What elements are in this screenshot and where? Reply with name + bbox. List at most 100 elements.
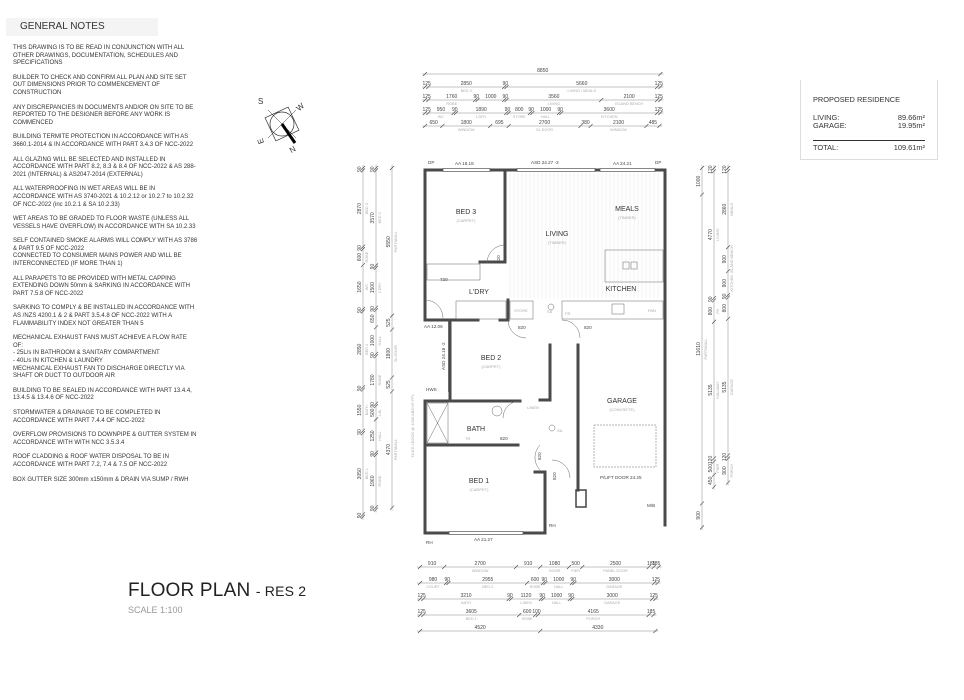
general-note: MECHANICAL EXHAUST FANS MUST ACHIEVE A F… [13, 335, 187, 380]
drawing-title-main: FLOOR PLAN [128, 580, 251, 601]
dimension-tick [373, 307, 379, 313]
dimension-tick [578, 123, 583, 129]
dimension-label: ROBE [365, 251, 369, 262]
dimension-label: LIN [378, 410, 382, 416]
dimension-label: HALL [378, 336, 382, 346]
dimension-value: 11610 [696, 342, 702, 356]
dimension-tick [725, 245, 731, 250]
dimension-value: 125 [655, 107, 664, 113]
dimension-label: LINEN [520, 601, 531, 605]
dimension-label: GARAGE [730, 379, 734, 396]
general-note: ALL PARAPETS TO BE PROVIDED WITH METAL C… [13, 275, 191, 297]
dimension-tick [373, 168, 379, 173]
dimension-value: 800 [708, 307, 714, 316]
dimension-tick [658, 97, 663, 103]
drawing-title-sub: - RES 2 [255, 583, 307, 599]
dimension-tick [711, 165, 717, 171]
dimension-tick [422, 97, 428, 103]
dimension-value: 1080 [549, 561, 560, 567]
dimension-value: 125 [422, 81, 431, 87]
dimension-tick [654, 97, 660, 103]
dimension-tick [513, 564, 519, 570]
dimension-value: 600 [523, 609, 532, 615]
ledge-note: TILED LEDGE @ 1000 ABOVE FFL [410, 393, 415, 458]
dimension-value: 90 [357, 513, 363, 519]
hws-label: HWS [426, 387, 437, 392]
dimension-value: 3050 [357, 468, 363, 479]
dimension-value: 1800 [461, 120, 472, 126]
room-finish-bed2: (CARPET) [482, 364, 502, 369]
dimension-tick [422, 110, 428, 116]
dimension-value: 1000 [540, 107, 551, 113]
dimension-value: 2870 [357, 203, 363, 214]
dimension-tick [538, 628, 543, 634]
dimension-label: ROBE [378, 475, 382, 486]
dimension-tick [725, 165, 731, 171]
dimension-value: 125 [652, 577, 661, 583]
dimension-value: 90 [370, 505, 376, 511]
dimension-label: KITCHEN [601, 115, 618, 119]
dimension-label: LIVING [716, 228, 720, 240]
dimension-tick [453, 110, 459, 116]
room-label-bath: BATH [467, 426, 485, 433]
area-schedule: PROPOSED RESIDENCE LIVING: 89.66m² GARAG… [800, 80, 938, 160]
dimension-label: ISLAND BENCH [730, 245, 734, 273]
dimension-value: 90 [503, 81, 509, 87]
dimension-value: 485 [649, 120, 658, 126]
dimension-tick [426, 110, 431, 116]
dimension-value: 3210 [460, 593, 471, 599]
dimension-value: 185 [647, 561, 656, 567]
dimension-label: LIVING / MEALS [568, 89, 597, 93]
door-width-label: 720 [440, 277, 448, 282]
dimension-tick [517, 612, 522, 618]
dimension-value: 4165 [588, 609, 599, 615]
dimension-tick [654, 110, 660, 116]
dimension-tick [360, 168, 366, 173]
dimension-value: 450 [708, 476, 714, 485]
general-note: BUILDING TERMITE PROTECTION IN ACCORDANC… [13, 134, 194, 148]
dimension-value: 5135 [722, 381, 728, 392]
dimension-value: 1000 [553, 577, 564, 583]
dimension-label: BED 3 [461, 89, 472, 93]
dimension-tick [417, 564, 423, 570]
dimension-label: BED 3 [378, 212, 382, 223]
dimension-label: L'DRY [378, 282, 382, 293]
dimension-tick [532, 612, 538, 618]
dimension-tick [373, 263, 379, 268]
dimension-value: 3600 [604, 107, 615, 113]
dimension-label: PANEL DOOR [603, 569, 628, 573]
dimension-value: 980 [429, 577, 438, 583]
general-note: ALL WATERPROOFING IN WET AREAS WILL BE I… [13, 186, 194, 208]
dimension-tick [389, 313, 395, 318]
dimension-value: 90 [503, 94, 509, 100]
dimension-tick [373, 354, 379, 359]
general-notes-header: GENERAL NOTES [6, 18, 158, 36]
dimension-value: 650 [429, 120, 438, 126]
dimension-tick [360, 512, 366, 517]
dimension-tick [360, 309, 366, 314]
dimension-label: GARAGE [606, 585, 623, 589]
general-note: BUILDER TO CHECK AND CONFIRM ALL PLAN AN… [13, 74, 187, 96]
dimension-label: PIER [716, 463, 720, 472]
dimension-tick [725, 295, 731, 300]
dimension-value: 380 [581, 120, 590, 126]
dimension-tick [417, 612, 423, 618]
dimension-tick [360, 244, 366, 249]
timber-floor-hatch [509, 173, 659, 298]
dimension-value: 90 [370, 451, 376, 457]
dimension-value: 90 [568, 593, 574, 599]
dimension-tick [504, 97, 509, 103]
dimension-label: BED 2 [482, 585, 493, 589]
dimension-label: COURT [426, 585, 440, 589]
dimension-value: 5550 [386, 236, 392, 247]
dimension-tick [653, 628, 658, 634]
dimension-tick [711, 456, 717, 461]
area-label: GARAGE: [813, 121, 847, 130]
dimension-value: 2100 [624, 94, 635, 100]
fixtures [426, 249, 664, 508]
dimension-tick [506, 596, 511, 602]
area-heading: PROPOSED RESIDENCE [813, 95, 901, 104]
door-width-label: 820 [537, 452, 542, 460]
general-note: THIS DRAWING IS TO BE READ IN CONJUNCTIO… [13, 45, 185, 67]
dimension-label: WINDOW [472, 569, 489, 573]
